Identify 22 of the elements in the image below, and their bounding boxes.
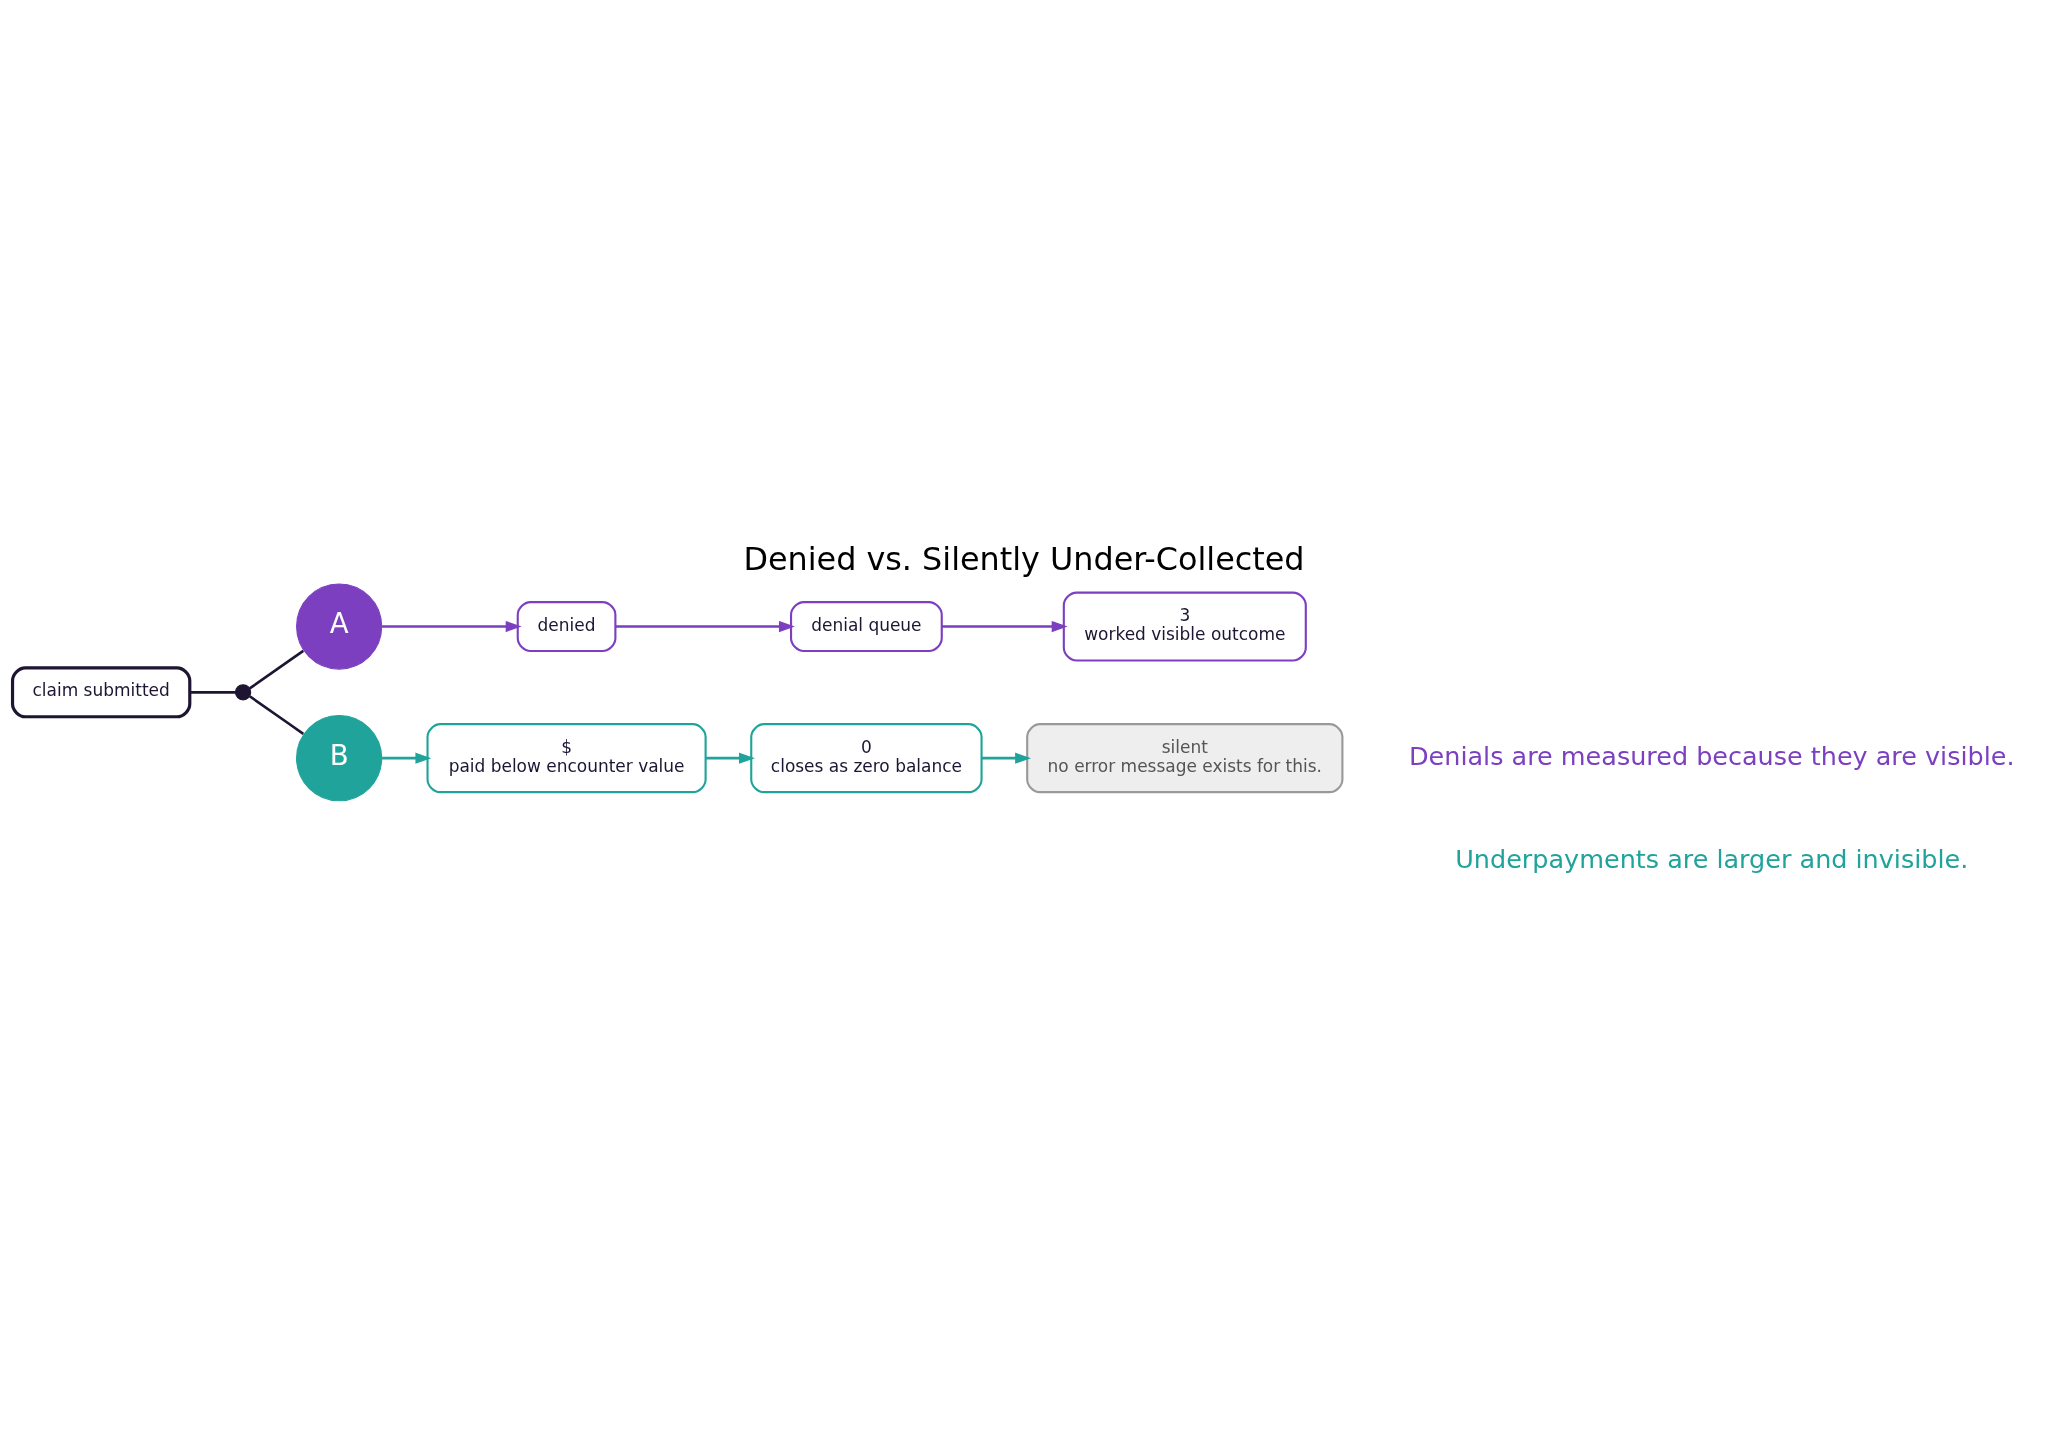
diagram-title: Denied vs. Silently Under-Collected — [743, 539, 1305, 578]
arrow — [942, 620, 1068, 632]
arrow — [706, 752, 755, 764]
arrow — [382, 752, 432, 764]
node-circle — [234, 683, 252, 700]
node-circle: B — [296, 714, 383, 801]
node-circle: A — [296, 582, 383, 670]
node-box: claim submitted — [10, 665, 192, 718]
node-box: 3 worked visible outcome — [1062, 591, 1307, 662]
arrow — [615, 620, 795, 632]
node-box: silent no error message exists for this. — [1026, 722, 1344, 793]
label: Denials are measured because they are visible. — [1408, 740, 2015, 771]
connector — [248, 649, 305, 689]
node-box: 0 closes as zero balance — [750, 722, 983, 793]
node-box: denial queue — [790, 600, 943, 652]
label: Underpayments are larger and invisible. — [1455, 843, 1969, 874]
node-box: $ paid below encounter value — [426, 722, 707, 793]
arrow — [382, 620, 522, 632]
node-box: denied — [516, 600, 617, 652]
arrow — [981, 752, 1032, 764]
connector — [189, 690, 236, 694]
connector — [248, 694, 305, 735]
